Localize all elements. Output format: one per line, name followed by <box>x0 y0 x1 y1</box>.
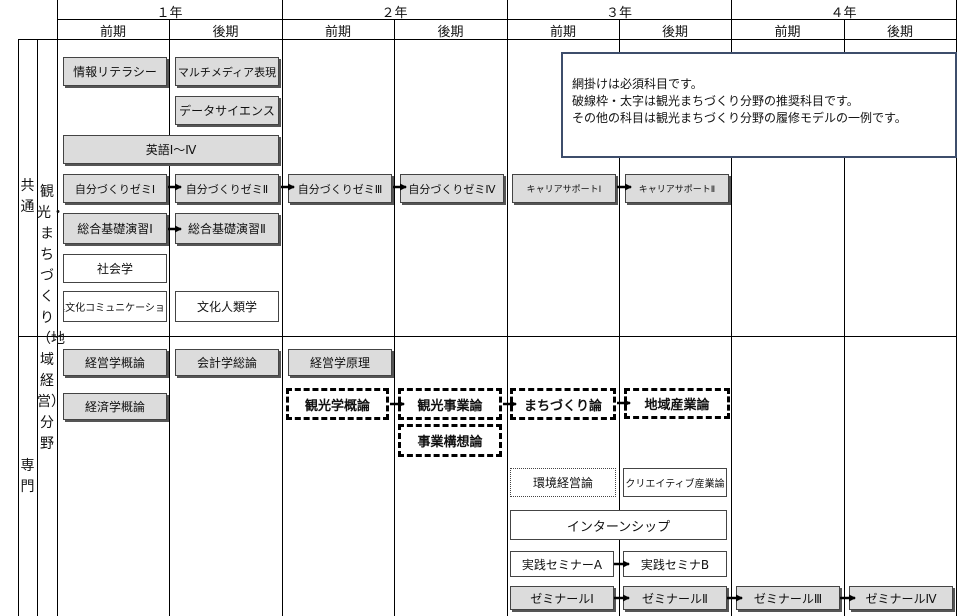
course-seminar-3: 自分づくりゼミⅢ <box>288 174 392 203</box>
course-zemi-3: ゼミナールⅢ <box>736 586 840 610</box>
term-header: 後期 <box>661 25 688 40</box>
grid-line <box>18 39 957 40</box>
course-kanko: 観光学概論 <box>286 388 389 420</box>
term-header: 後期 <box>437 25 464 40</box>
course-career-1: キャリアサポートⅠ <box>512 174 616 203</box>
grid-line <box>37 39 38 616</box>
course-seminar-4: 自分づくりゼミⅣ <box>400 174 504 203</box>
course-sogo-1: 総合基礎演習Ⅰ <box>63 213 167 244</box>
legend-note: 網掛けは必須科目です。 破線枠・太字は観光まちづくり分野の推奨科目です。 その他… <box>561 52 957 158</box>
course-creative: クリエイティブ産業論 <box>623 468 727 497</box>
course-eigo: 英語Ⅰ～Ⅳ <box>63 135 279 164</box>
course-jissen-b: 実践セミナB <box>623 551 727 577</box>
term-header: 後期 <box>212 25 239 40</box>
course-zemi-2: ゼミナールⅡ <box>623 586 727 610</box>
course-multimedia: マルチメディア表現 <box>175 57 279 86</box>
grid-line <box>844 19 845 616</box>
year-header-3: ３年 <box>605 6 632 21</box>
course-ibunka: 異文化コミュニケーション <box>63 291 167 322</box>
course-kanko-jigyo: 観光事業論 <box>398 388 502 420</box>
course-sogo-2: 総合基礎演習Ⅱ <box>175 213 279 244</box>
year-header-2: ２年 <box>381 6 408 21</box>
course-shakaigaku: 社会学 <box>63 254 167 283</box>
course-keiei: 経営学概論 <box>63 349 167 376</box>
course-zemi-1: ゼミナールⅠ <box>510 586 614 610</box>
grid-line <box>731 0 732 616</box>
legend-line: 網掛けは必須科目です。 <box>572 77 703 91</box>
course-machi: まちづくり論 <box>510 388 616 420</box>
course-jissen-a: 実践セミナーA <box>510 551 614 577</box>
grid-line <box>57 0 58 616</box>
term-header: 前期 <box>549 25 576 40</box>
course-data-science: データサイエンス <box>175 96 279 125</box>
course-keizai: 経済学概論 <box>63 393 167 420</box>
grid-line <box>619 19 620 616</box>
course-intern: インターンシップ <box>510 510 727 540</box>
course-bunkajinrui: 文化人類学 <box>175 291 279 322</box>
course-kaikei: 会計学総論 <box>175 349 279 376</box>
grid-line <box>394 19 395 616</box>
legend-line: 破線枠・太字は観光まちづくり分野の推奨科目です。 <box>572 94 859 108</box>
grid-line <box>18 336 957 337</box>
term-header: 前期 <box>99 25 126 40</box>
grid-line <box>507 0 508 616</box>
term-header: 前期 <box>324 25 351 40</box>
grid-line <box>282 0 283 616</box>
legend-line: その他の科目は観光まちづくり分野の履修モデルの一例です。 <box>572 111 907 125</box>
course-seminar-1: 自分づくりゼミⅠ <box>63 174 167 203</box>
row-label-common: 共通 <box>20 178 35 215</box>
year-header-1: １年 <box>156 6 183 21</box>
term-header: 後期 <box>886 25 913 40</box>
course-chiiki: 地域産業論 <box>624 388 730 419</box>
course-seminar-2: 自分づくりゼミⅡ <box>175 174 279 203</box>
grid-line <box>169 19 170 616</box>
course-kankyo: 環境経営論 <box>510 468 616 497</box>
course-jigyo-koso: 事業構想論 <box>398 424 502 457</box>
term-header: 前期 <box>774 25 801 40</box>
course-keiei-genri: 経営学原理 <box>288 349 392 376</box>
row-label-senmon: 専門 <box>20 458 35 495</box>
grid-line <box>18 39 19 616</box>
course-joho-literacy: 情報リテラシー <box>63 57 167 86</box>
year-header-4: ４年 <box>830 6 857 21</box>
